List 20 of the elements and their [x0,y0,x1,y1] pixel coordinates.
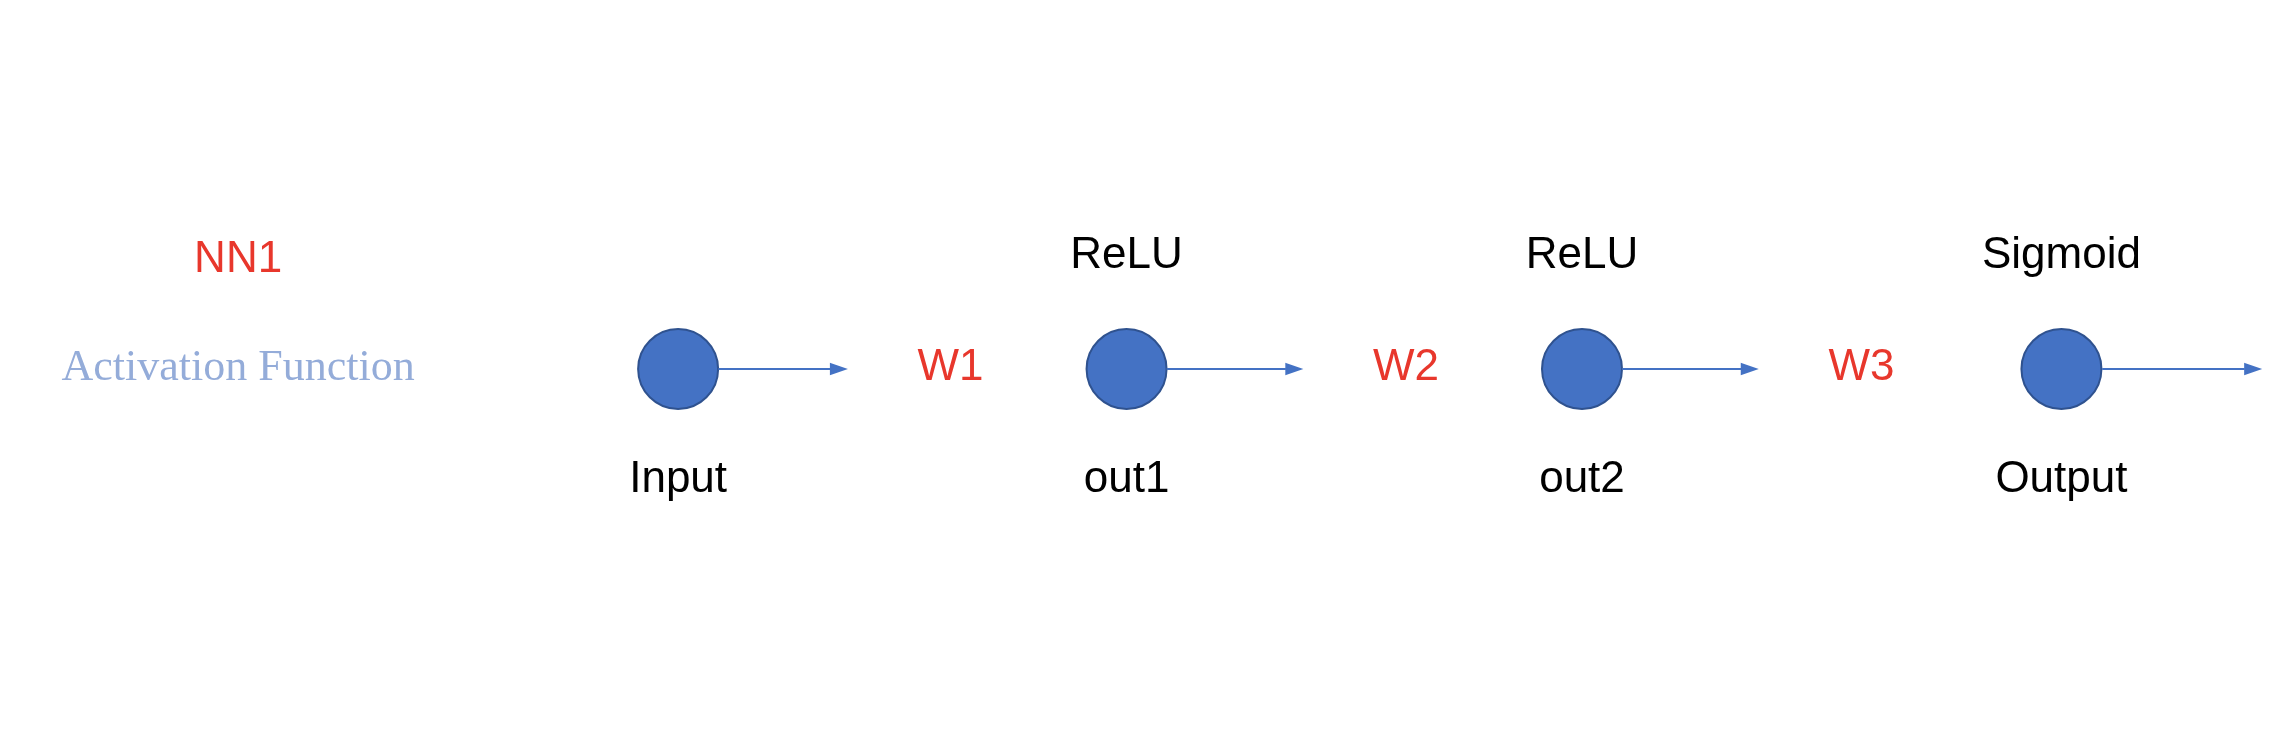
node-circle [1085,328,1168,410]
label: W1 [917,340,984,390]
arrow [2101,362,2263,376]
node-label: Input [629,452,728,502]
node-label: out1 [1083,452,1170,502]
label: W2 [1373,340,1439,390]
node-label: ReLU [1070,228,1183,278]
arrow [1621,362,1759,376]
node-circle [1541,328,1623,410]
node-circle [637,328,720,410]
label: NN1 [194,232,283,282]
label: Activation Function [61,341,415,391]
arrow [717,362,848,376]
node-label: ReLU [1525,228,1639,278]
node-label: out2 [1539,452,1625,502]
node-label: Output [1995,452,2128,502]
label: W3 [1828,340,1895,390]
node-label: Sigmoid [1981,228,2141,278]
arrow [1165,362,1304,376]
node-circle [2020,328,2103,410]
